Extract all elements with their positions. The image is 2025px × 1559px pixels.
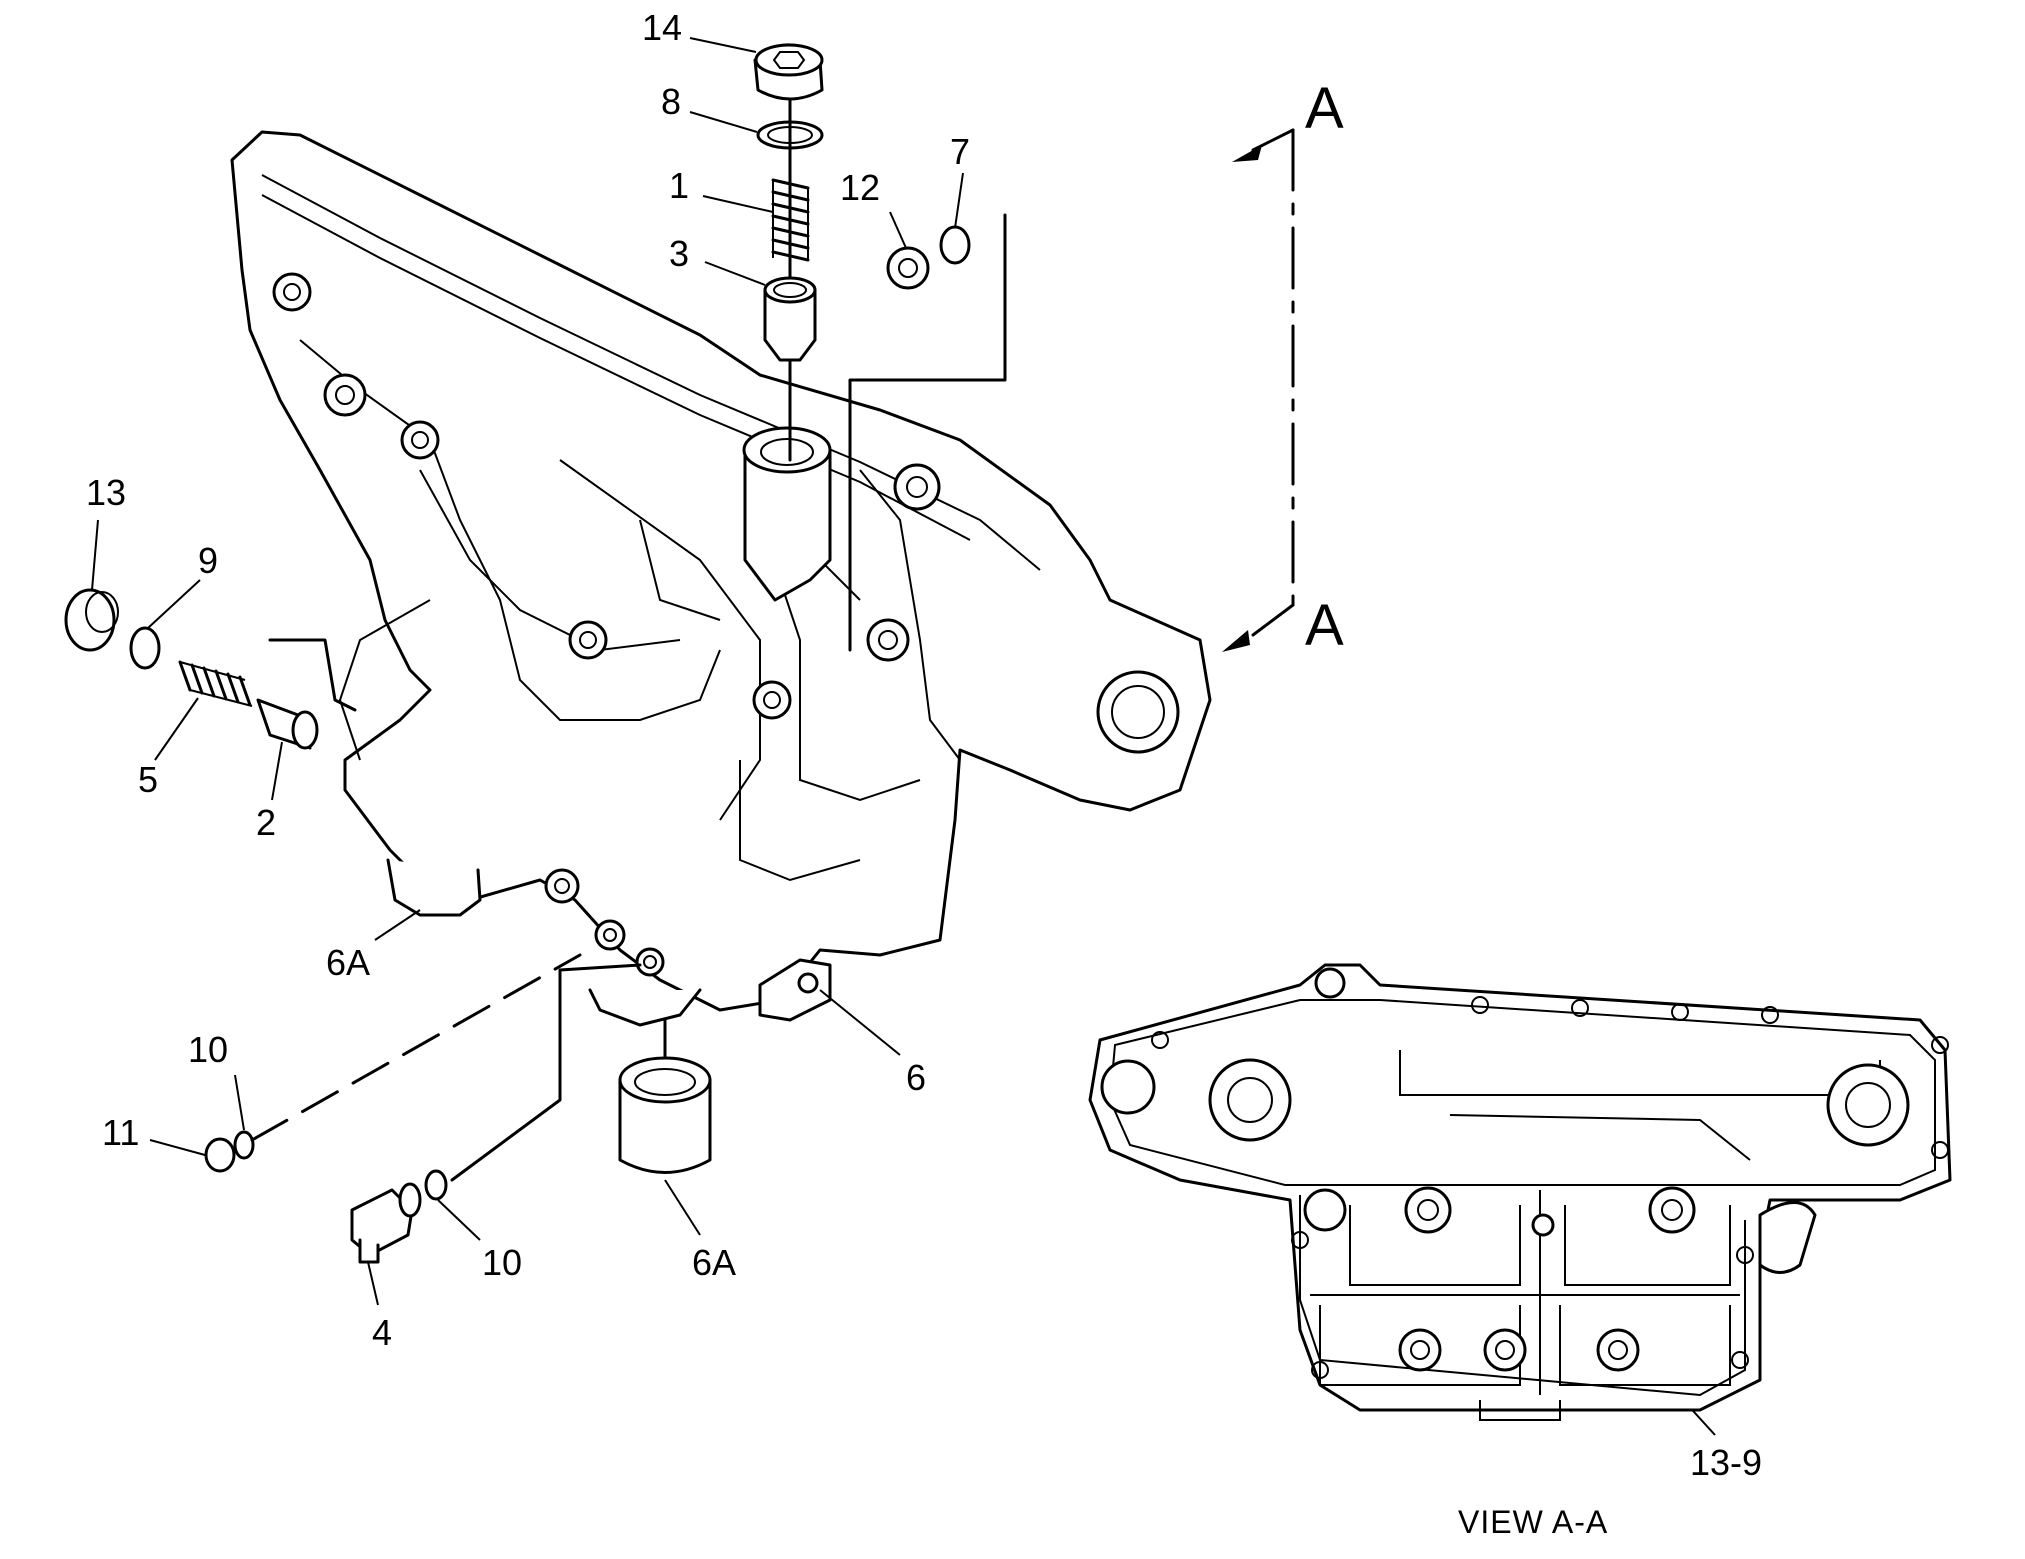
part-10-o-ring-upper: [233, 1130, 255, 1160]
section-cut-a-a: [1222, 128, 1295, 652]
label-part-7: 7: [950, 131, 970, 172]
part-10-o-ring-lower: [424, 1169, 448, 1201]
label-part-2: 2: [256, 802, 276, 843]
part-6a-sleeve: [618, 1056, 712, 1174]
section-letter-bottom: A: [1305, 593, 1344, 658]
part-3-valve: [763, 276, 817, 362]
part-11-plug: [204, 1137, 236, 1173]
part-5-spring: [178, 660, 253, 707]
label-part-6a-upper: 6A: [326, 942, 370, 983]
label-part-8: 8: [661, 81, 681, 122]
label-part-13-9: 13-9: [1690, 1442, 1762, 1483]
label-part-10-lower: 10: [482, 1242, 522, 1283]
oil-filter-base-housing: [230, 130, 1212, 1027]
label-part-10-upper: 10: [188, 1029, 228, 1070]
view-caption: VIEW A-A: [1458, 1504, 1608, 1540]
part-4-sensor: [350, 1182, 422, 1264]
assembly-lines: [250, 68, 1007, 1182]
label-part-12: 12: [840, 167, 880, 208]
label-part-13: 13: [86, 472, 126, 513]
part-14-plug: [753, 43, 824, 101]
part-labels: 14 8 1 3 12 7 13 9 5 2 6A 6 10 11 10 6A …: [86, 7, 1762, 1483]
label-part-4: 4: [372, 1312, 392, 1353]
part-7-o-ring: [939, 225, 971, 265]
section-letter-top: A: [1305, 76, 1344, 141]
view-a-a-drawing: [1088, 963, 1952, 1421]
part-2-valve: [256, 698, 319, 750]
label-part-6a-lower: 6A: [692, 1242, 736, 1283]
label-part-14: 14: [642, 7, 682, 48]
label-part-1: 1: [669, 165, 689, 206]
label-part-3: 3: [669, 233, 689, 274]
label-part-6: 6: [906, 1057, 926, 1098]
part-1-spring: [771, 178, 810, 262]
part-12-plug: [886, 246, 930, 290]
part-9-o-ring: [129, 626, 161, 670]
label-part-11: 11: [102, 1112, 139, 1153]
part-8-o-ring: [756, 120, 824, 150]
part-13-plug: [64, 588, 119, 652]
label-part-5: 5: [138, 759, 158, 800]
label-part-9: 9: [198, 540, 218, 581]
